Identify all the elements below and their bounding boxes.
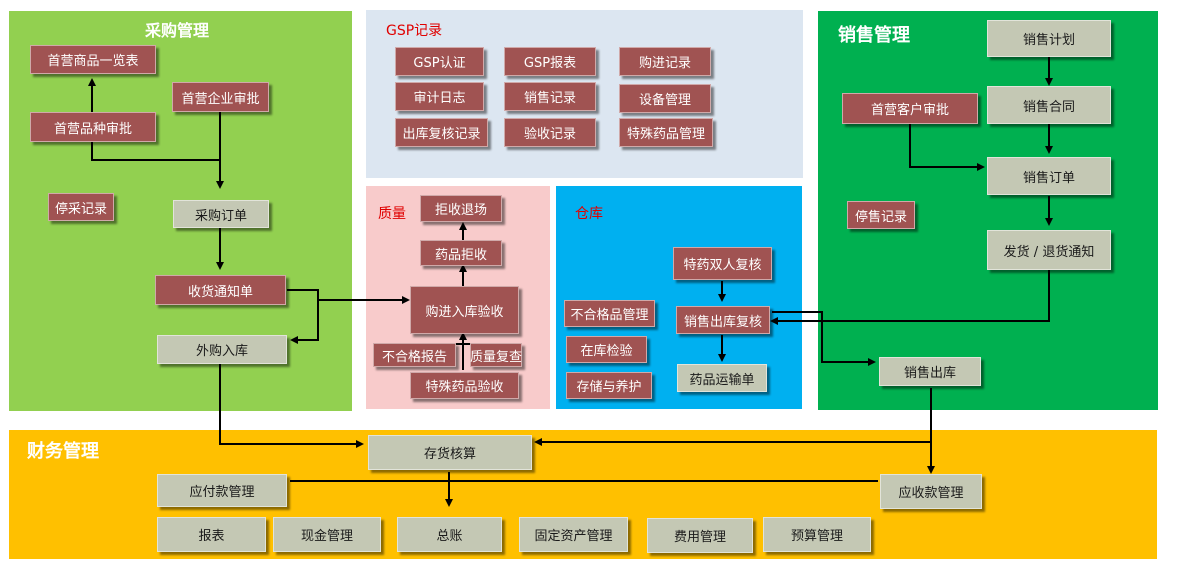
box-equipment-management[interactable]: 设备管理 [619,84,711,113]
box-drug-rejection[interactable]: 药品拒收 [420,240,502,266]
box-special-drug-acceptance[interactable]: 特殊药品验收 [410,372,519,399]
box-nonconforming-goods-management[interactable]: 不合格品管理 [564,300,655,327]
box-first-customer-approval[interactable]: 首营客户审批 [842,93,978,124]
box-outsourced-inbound[interactable]: 外购入库 [157,335,287,364]
box-acceptance-record[interactable]: 验收记录 [504,118,596,147]
box-gsp-report[interactable]: GSP报表 [504,47,596,76]
box-reject-return[interactable]: 拒收退场 [420,195,502,222]
box-stop-sale-record[interactable]: 停售记录 [847,201,915,229]
box-delivery-return-notice[interactable]: 发货 / 退货通知 [987,230,1111,270]
box-purchase-record[interactable]: 购进记录 [619,47,711,76]
box-in-stock-inspection[interactable]: 在库检验 [566,336,647,363]
box-fixed-asset-management[interactable]: 固定资产管理 [519,517,628,552]
box-sales-outbound-recheck[interactable]: 销售出库复核 [676,306,770,334]
panel-title-quality: 质量 [378,206,406,222]
box-expense-management[interactable]: 费用管理 [647,518,753,553]
box-audit-log[interactable]: 审计日志 [395,82,484,111]
box-payables-management[interactable]: 应付款管理 [157,474,287,507]
box-sales-outbound[interactable]: 销售出库 [879,357,981,386]
box-special-drug-double-check[interactable]: 特药双人复核 [673,247,772,280]
box-first-enterprise-approval[interactable]: 首营企业审批 [172,82,269,112]
box-budget-management[interactable]: 预算管理 [763,517,871,552]
box-gsp-certification[interactable]: GSP认证 [395,47,484,76]
panel-title-finance: 财务管理 [27,441,99,462]
box-nonconformity-report[interactable]: 不合格报告 [373,343,456,367]
panel-title-purchase: 采购管理 [145,21,210,40]
box-storage-maintenance[interactable]: 存储与养护 [566,372,652,399]
box-special-drug-management[interactable]: 特殊药品管理 [619,118,713,147]
box-outbound-recheck-record[interactable]: 出库复核记录 [395,118,488,147]
panel-title-gsp: GSP记录 [386,23,443,39]
box-first-goods-list[interactable]: 首营商品一览表 [30,45,156,74]
box-quality-recheck[interactable]: 质量复查 [470,343,522,367]
box-general-ledger[interactable]: 总账 [397,517,502,552]
box-receivables-management[interactable]: 应收款管理 [880,474,982,509]
box-stop-purchase-record[interactable]: 停采记录 [48,193,114,221]
box-reports[interactable]: 报表 [157,517,266,552]
box-sales-record[interactable]: 销售记录 [504,82,596,111]
panel-title-warehouse: 仓库 [575,206,603,222]
box-sales-plan[interactable]: 销售计划 [987,20,1111,57]
box-purchase-inbound-acceptance[interactable]: 购进入库验收 [410,286,519,334]
box-drug-transport-order[interactable]: 药品运输单 [677,364,767,392]
box-first-variety-approval[interactable]: 首营品种审批 [30,112,156,142]
box-sales-order[interactable]: 销售订单 [987,157,1111,195]
box-purchase-order[interactable]: 采购订单 [173,200,269,228]
box-cash-management[interactable]: 现金管理 [273,517,381,552]
panel-title-sales: 销售管理 [838,25,910,46]
box-receipt-notice[interactable]: 收货通知单 [155,275,286,305]
box-inventory-accounting[interactable]: 存货核算 [368,435,532,470]
box-sales-contract[interactable]: 销售合同 [987,86,1111,124]
